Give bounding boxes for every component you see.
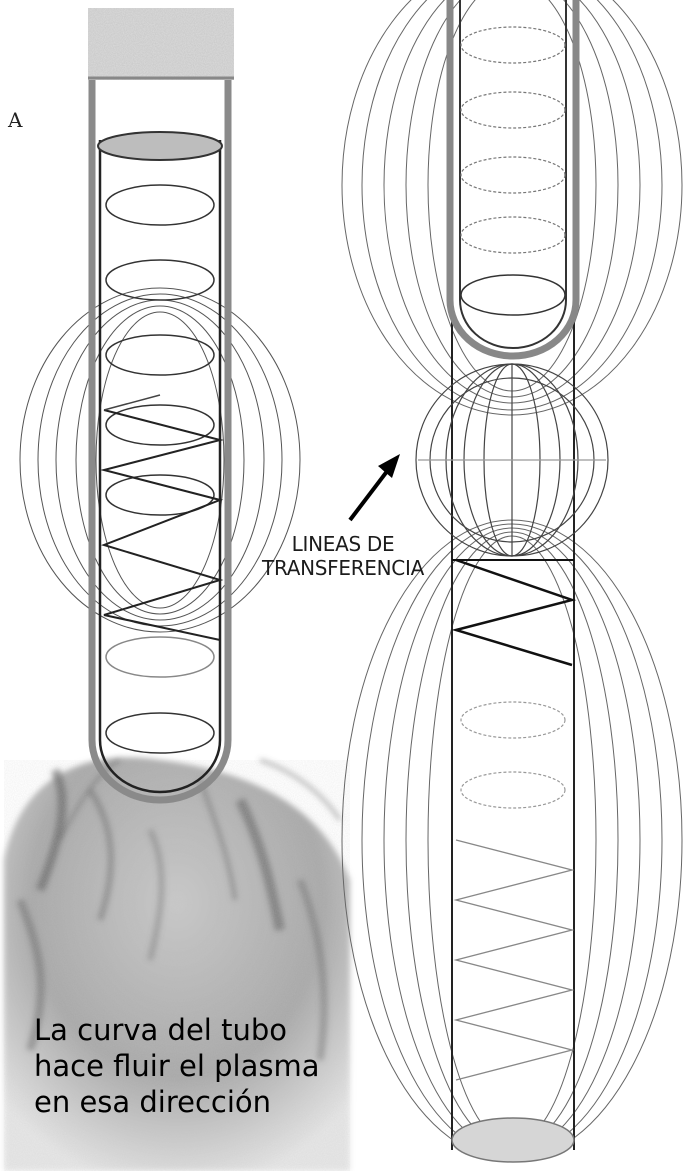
transfer-label-line-2: TRANSFERENCIA xyxy=(248,556,438,580)
diagram-shape xyxy=(461,275,565,315)
transfer-lines-label: LINEAS DE TRANSFERENCIA xyxy=(248,532,438,580)
left-coil xyxy=(106,185,214,753)
diagram-shape xyxy=(106,713,214,753)
diagram-shape xyxy=(428,536,596,1144)
caption-line-1: La curva del tubo xyxy=(34,1012,354,1048)
transfer-label-line-1: LINEAS DE xyxy=(248,532,438,556)
diagram-shape xyxy=(20,288,300,632)
diagram-shape xyxy=(350,470,388,520)
left-tube xyxy=(92,80,228,800)
right-assembly xyxy=(342,0,682,1162)
right-lower-coil xyxy=(461,702,565,808)
left-field-lines xyxy=(20,288,300,632)
right-inner-u-tube xyxy=(450,0,576,356)
diagram-shape xyxy=(460,0,566,348)
transfer-arrow xyxy=(350,454,400,520)
diagram-shape xyxy=(362,524,662,1156)
caption-line-3: en esa dirección xyxy=(34,1084,354,1120)
diagram-shape xyxy=(384,0,640,403)
diagram-shape xyxy=(92,80,228,800)
diagram-shape xyxy=(452,1118,574,1162)
panel-letter: A xyxy=(8,108,22,132)
diagram-shape xyxy=(38,294,282,626)
transfer-sphere xyxy=(416,364,608,556)
diagram-shape xyxy=(461,275,565,315)
diagram-shape xyxy=(461,217,565,253)
right-zigzag-dark xyxy=(456,560,572,665)
diagram-shape xyxy=(106,335,214,375)
diagram-shape xyxy=(461,92,565,128)
diagram-shape xyxy=(106,185,214,225)
right-zigzag-faded xyxy=(456,840,572,1080)
diagram-shape xyxy=(56,300,264,620)
diagram-shape xyxy=(406,0,618,397)
diagram-shape xyxy=(96,312,224,608)
diagram-shape xyxy=(461,772,565,808)
diagram-shape xyxy=(106,637,214,677)
diagram-shape xyxy=(461,27,565,63)
diagram-shape xyxy=(450,0,576,356)
plasma-caption: La curva del tubo hace fluir el plasma e… xyxy=(34,1012,354,1120)
top-cap xyxy=(88,8,234,80)
diagram-shape xyxy=(461,157,565,193)
diagram-shape xyxy=(384,528,640,1152)
diagram-shape xyxy=(88,8,234,80)
diagram-shape xyxy=(378,454,400,478)
caption-line-2: hace fluir el plasma xyxy=(34,1048,354,1084)
left-assembly xyxy=(4,8,350,1171)
right-top-coil xyxy=(461,27,565,253)
diagram-shape xyxy=(406,532,618,1148)
diagram-shape xyxy=(98,132,222,160)
diagram-shape xyxy=(461,702,565,738)
